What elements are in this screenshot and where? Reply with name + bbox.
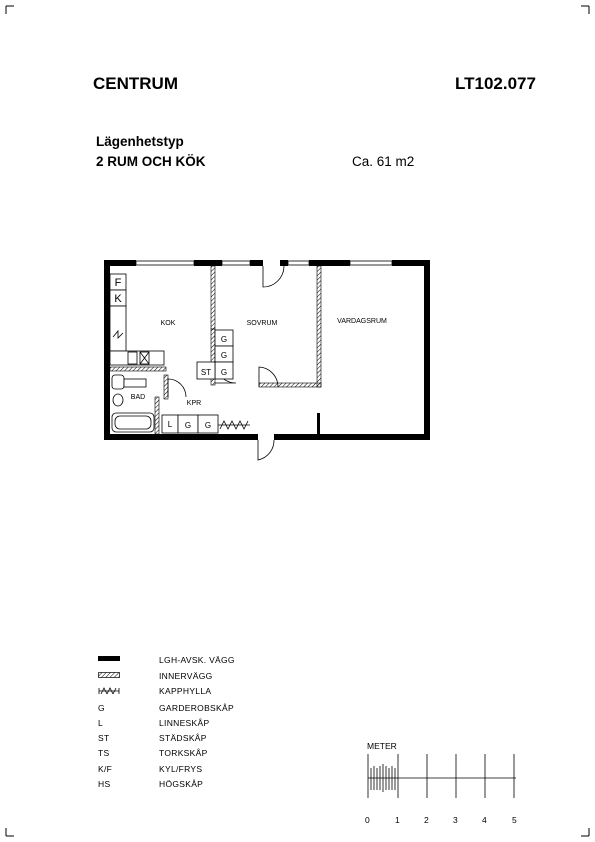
room-label-living: VARDAGSRUM	[337, 318, 387, 325]
area-name: CENTRUM	[93, 74, 178, 93]
cleaning-closet-label: ST	[201, 368, 211, 377]
closet-label: G	[221, 335, 227, 344]
scale-tick-label: 4	[482, 815, 487, 825]
wall-stub	[317, 413, 320, 434]
scale-tick-label: 5	[512, 815, 517, 825]
outer-walls	[104, 260, 430, 440]
coat-shelf-swatch	[98, 687, 120, 694]
fridge-label: F	[115, 277, 122, 289]
scale-bar	[367, 754, 516, 798]
outer-wall-swatch	[98, 656, 120, 661]
closet-label: G	[221, 368, 227, 377]
coat-shelf	[218, 420, 250, 430]
bedroom-closets	[196, 329, 234, 380]
freezer-label: K	[114, 293, 122, 305]
kitchen-fixtures	[109, 273, 165, 366]
room-label-hall: KPR	[187, 400, 201, 407]
room-label-bedroom: SOVRUM	[247, 320, 278, 327]
scale-tick-label: 2	[424, 815, 429, 825]
inner-wall-swatch	[98, 672, 120, 678]
scale-tick-label: 3	[453, 815, 458, 825]
scale-title: METER	[367, 741, 397, 751]
linen-closet-label: L	[168, 420, 173, 429]
apartment-type-value: 2 RUM OCH KÖK	[96, 154, 206, 169]
room-label-kitchen: KOK	[161, 320, 176, 327]
closet-label: G	[185, 421, 191, 430]
closet-label: G	[205, 421, 211, 430]
apartment-type-label: Lägenhetstyp	[96, 134, 184, 149]
windows	[135, 260, 393, 266]
scale-tick-label: 1	[395, 815, 400, 825]
room-label-bath: BAD	[131, 394, 145, 401]
bathroom-fixtures	[111, 374, 155, 433]
scale-tick-label: 0	[365, 815, 370, 825]
apartment-size: Ca. 61 m2	[352, 154, 415, 169]
apartment-id: LT102.077	[455, 74, 536, 93]
closet-label: G	[221, 351, 227, 360]
hall-closets	[161, 414, 219, 434]
floor-plan: F K G G G ST L G G KOK SOVRUM VARDAGSRUM…	[104, 260, 430, 461]
